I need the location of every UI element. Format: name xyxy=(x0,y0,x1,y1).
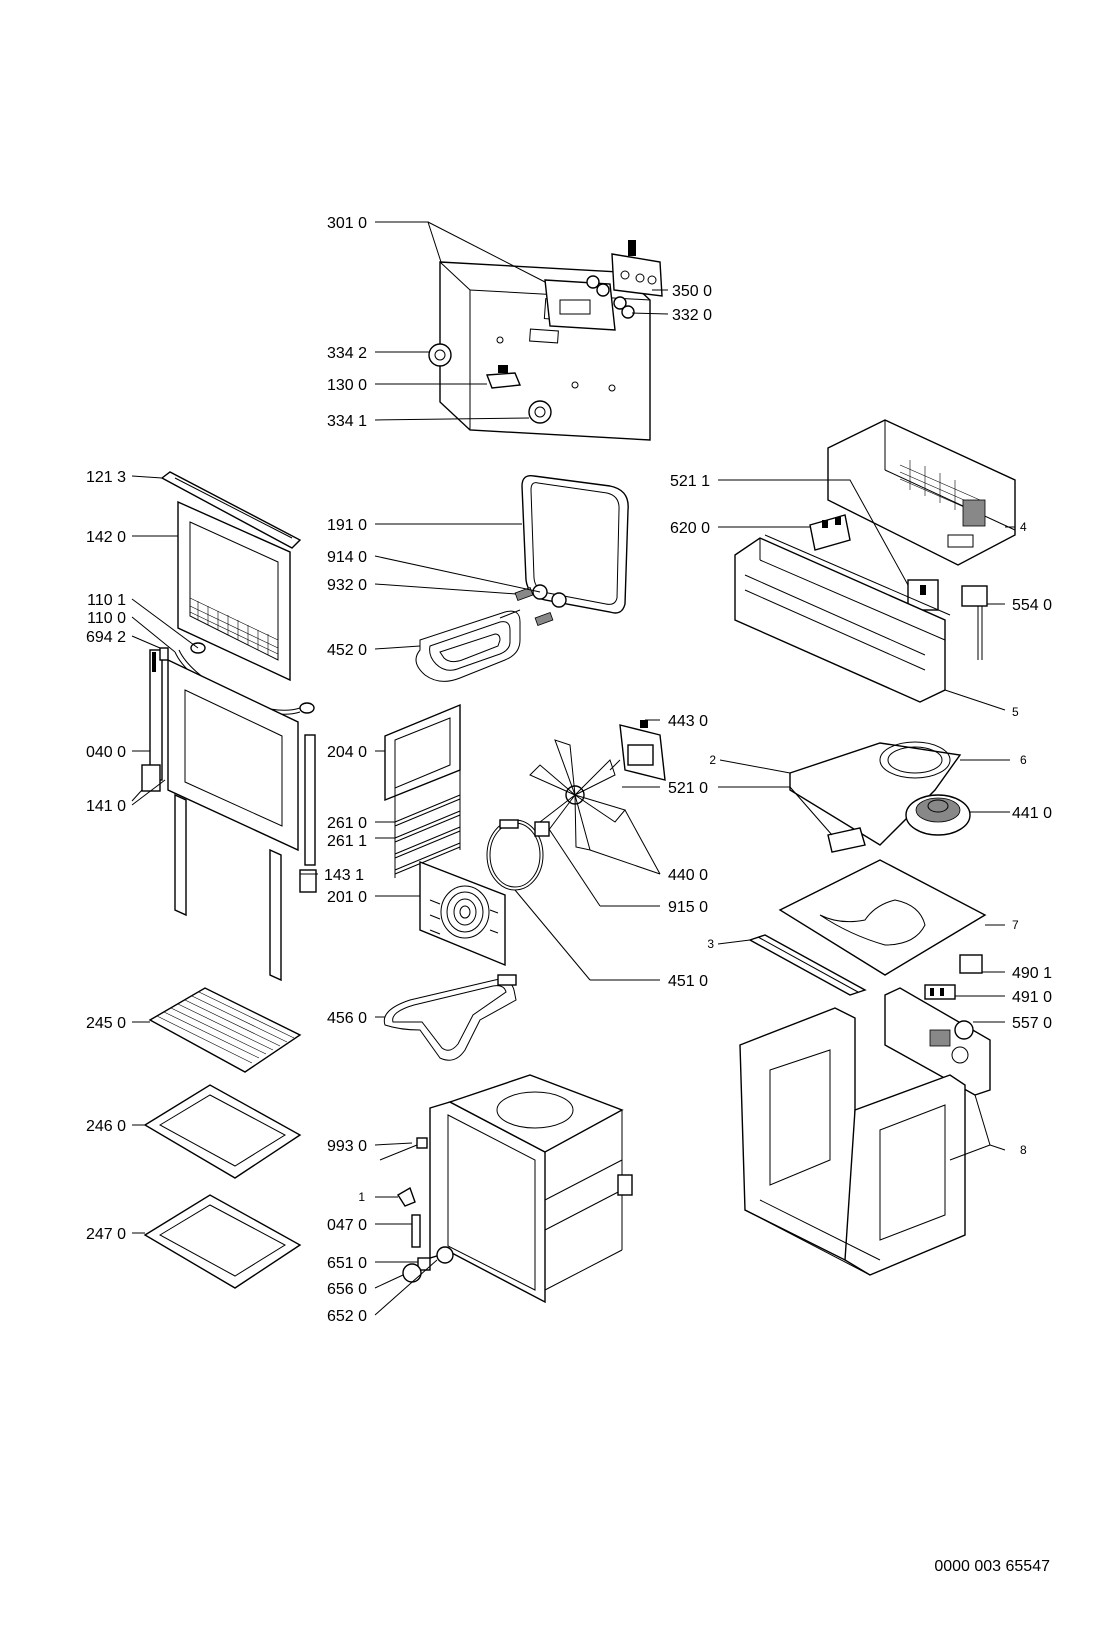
thermostat-drawing xyxy=(961,585,988,660)
electronics-panel-drawing xyxy=(884,987,991,1096)
fan-motor-drawing xyxy=(609,720,666,781)
callout-2460: 246 0 xyxy=(86,1118,126,1135)
callout-2611: 261 1 xyxy=(327,833,367,850)
callout-3342: 334 2 xyxy=(327,345,367,362)
drawing-number: 0000 003 65547 xyxy=(934,1558,1050,1575)
top-grill-element-drawing xyxy=(415,609,521,682)
outer-door-glass-drawing xyxy=(177,500,291,682)
wire-shelf-drawing xyxy=(148,987,302,1073)
baking-tray-2460-drawing xyxy=(143,1084,302,1179)
rear-cover-plate-drawing xyxy=(384,703,461,802)
leader-lines xyxy=(131,221,1015,1316)
callout-1910: 191 0 xyxy=(327,517,367,534)
callout-6: 6 xyxy=(1020,753,1027,767)
callout-5210: 521 0 xyxy=(668,780,708,797)
relay-5210-drawing xyxy=(827,827,866,853)
inner-door-glass-drawing xyxy=(167,658,299,852)
callout-0470: 047 0 xyxy=(327,1217,367,1234)
door-top-trim-drawing xyxy=(160,471,302,549)
callout-8: 8 xyxy=(1020,1143,1027,1157)
callout-9150: 915 0 xyxy=(668,899,708,916)
callout-7: 7 xyxy=(1012,918,1019,932)
callout-0400: 040 0 xyxy=(86,744,126,761)
callout-5211: 521 1 xyxy=(670,473,710,490)
door-hinges-drawing xyxy=(141,649,317,893)
door-profile-strips-drawing xyxy=(174,793,282,982)
callout-2040: 204 0 xyxy=(327,744,367,761)
push-buttons-drawing xyxy=(586,275,635,319)
callout-3010: 301 0 xyxy=(327,215,367,232)
callout-1213: 121 3 xyxy=(86,469,126,486)
knob-3342-drawing xyxy=(428,343,452,367)
callout-2470: 247 0 xyxy=(86,1226,126,1243)
callout-6942: 694 2 xyxy=(86,629,126,646)
callout-labels: 301 0 350 0 332 0 334 2 130 0 334 1 121 … xyxy=(86,215,1052,1325)
hinge-bracket-6942-drawing xyxy=(159,647,169,661)
fan-blade-drawing xyxy=(529,739,626,851)
knob-3341-drawing xyxy=(528,400,552,424)
callout-4520: 452 0 xyxy=(327,642,367,659)
relay-5211-drawing xyxy=(907,579,939,611)
callout-3341: 334 1 xyxy=(327,413,367,430)
callout-6520: 652 0 xyxy=(327,1308,367,1325)
callout-9320: 932 0 xyxy=(327,577,367,594)
switch-5570-drawing xyxy=(954,1020,974,1040)
callout-1420: 142 0 xyxy=(86,529,126,546)
small-parts-drawing xyxy=(379,1137,454,1283)
outer-casing-8-drawing xyxy=(739,1007,966,1276)
callout-3500: 350 0 xyxy=(672,283,712,300)
fan-housing-6-drawing xyxy=(789,741,962,846)
callout-4: 4 xyxy=(1020,520,1027,534)
oven-cavity-drawing xyxy=(429,1074,633,1304)
callout-5: 5 xyxy=(1012,705,1019,719)
callout-4510: 451 0 xyxy=(668,973,708,990)
callout-2450: 245 0 xyxy=(86,1015,126,1032)
callout-1100: 110 0 xyxy=(87,610,126,627)
callout-4410: 441 0 xyxy=(1012,805,1052,822)
callout-4901: 490 1 xyxy=(1012,965,1052,982)
baking-tray-2470-drawing xyxy=(143,1194,302,1289)
callout-3320: 332 0 xyxy=(672,307,712,324)
callout-2610: 261 0 xyxy=(327,815,367,832)
callout-2: 2 xyxy=(709,753,716,767)
duct-5-drawing xyxy=(734,534,951,703)
cover-plate-7-drawing xyxy=(778,859,987,976)
callout-5570: 557 0 xyxy=(1012,1015,1052,1032)
callout-6200: 620 0 xyxy=(670,520,710,537)
terminal-4910-drawing xyxy=(924,984,956,1000)
callout-6560: 656 0 xyxy=(327,1281,367,1298)
terminal-block-drawing xyxy=(809,514,851,551)
callout-4910: 491 0 xyxy=(1012,989,1052,1006)
callout-1101: 110 1 xyxy=(87,592,126,609)
callout-2010: 201 0 xyxy=(327,889,367,906)
callout-4400: 440 0 xyxy=(668,867,708,884)
callout-9140: 914 0 xyxy=(327,549,367,566)
tangential-fan-drawing xyxy=(905,794,971,836)
fan-cover-drawing xyxy=(419,860,506,967)
fan-nut-drawing xyxy=(534,821,550,837)
callout-6510: 651 0 xyxy=(327,1255,367,1272)
rear-housing-4-drawing xyxy=(827,419,1016,566)
callout-4430: 443 0 xyxy=(668,713,708,730)
shelf-runners-drawing xyxy=(394,760,461,878)
callout-3: 3 xyxy=(707,937,714,951)
callout-1431: 143 1 xyxy=(324,867,364,884)
lower-heater-drawing xyxy=(383,974,517,1061)
front-strip-3-drawing xyxy=(748,934,867,996)
callout-4560: 456 0 xyxy=(327,1010,367,1027)
callout-9930: 993 0 xyxy=(327,1138,367,1155)
callout-1: 1 xyxy=(358,1190,365,1204)
lamp-holder-drawing xyxy=(959,954,983,974)
callout-5540: 554 0 xyxy=(1012,597,1052,614)
bracket-1300-drawing xyxy=(486,365,522,389)
switch-module-drawing xyxy=(611,240,663,297)
door-seal-drawing xyxy=(521,475,629,614)
callout-1410: 141 0 xyxy=(86,798,126,815)
callout-1300: 130 0 xyxy=(327,377,367,394)
